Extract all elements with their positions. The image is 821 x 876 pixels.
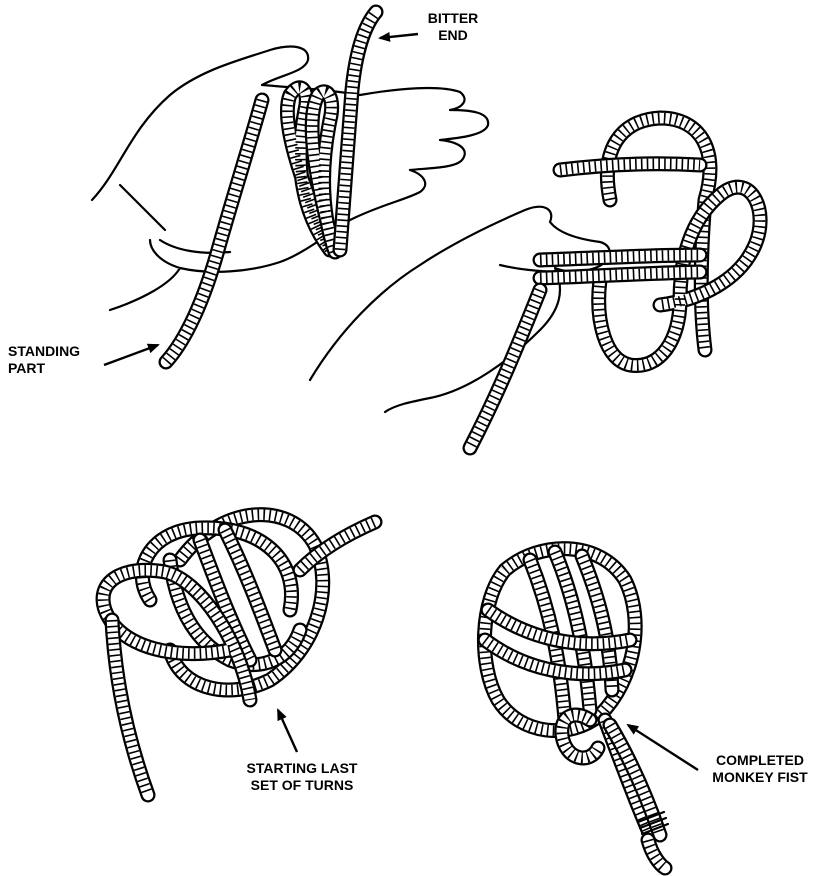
standing-part-label: STANDING PART [8, 343, 100, 377]
starting-last-arrow [278, 710, 297, 752]
rope-turns-1 [287, 88, 335, 252]
completed-monkey-fist-label: COMPLETED MONKEY FIST [700, 752, 820, 786]
rope-turns-2 [470, 118, 760, 448]
step1-hand-with-turns [92, 12, 488, 362]
bitter-end-arrow [380, 34, 418, 38]
starting-last-set-label-line2: SET OF TURNS [232, 777, 372, 794]
bitter-end-rope [340, 12, 376, 250]
starting-last-set-label: STARTING LAST SET OF TURNS [232, 760, 372, 794]
step2-crossing-turns [310, 118, 760, 448]
standing-part-rope [166, 100, 262, 362]
standing-part-arrow [104, 345, 158, 365]
step3-starting-last-turns [103, 515, 375, 795]
starting-last-set-label-line1: STARTING LAST [232, 760, 372, 777]
step4-completed-monkey-fist [484, 549, 668, 868]
bitter-end-label-line2: END [418, 27, 488, 44]
hand-outline-2 [310, 207, 610, 412]
completed-label-line2: MONKEY FIST [700, 769, 820, 786]
bitter-end-label-line1: BITTER [418, 10, 488, 27]
completed-label-line1: COMPLETED [700, 752, 820, 769]
standing-part-label-line1: STANDING [8, 343, 100, 360]
bitter-end-label: BITTER END [418, 10, 488, 44]
standing-part-label-line2: PART [8, 360, 100, 377]
